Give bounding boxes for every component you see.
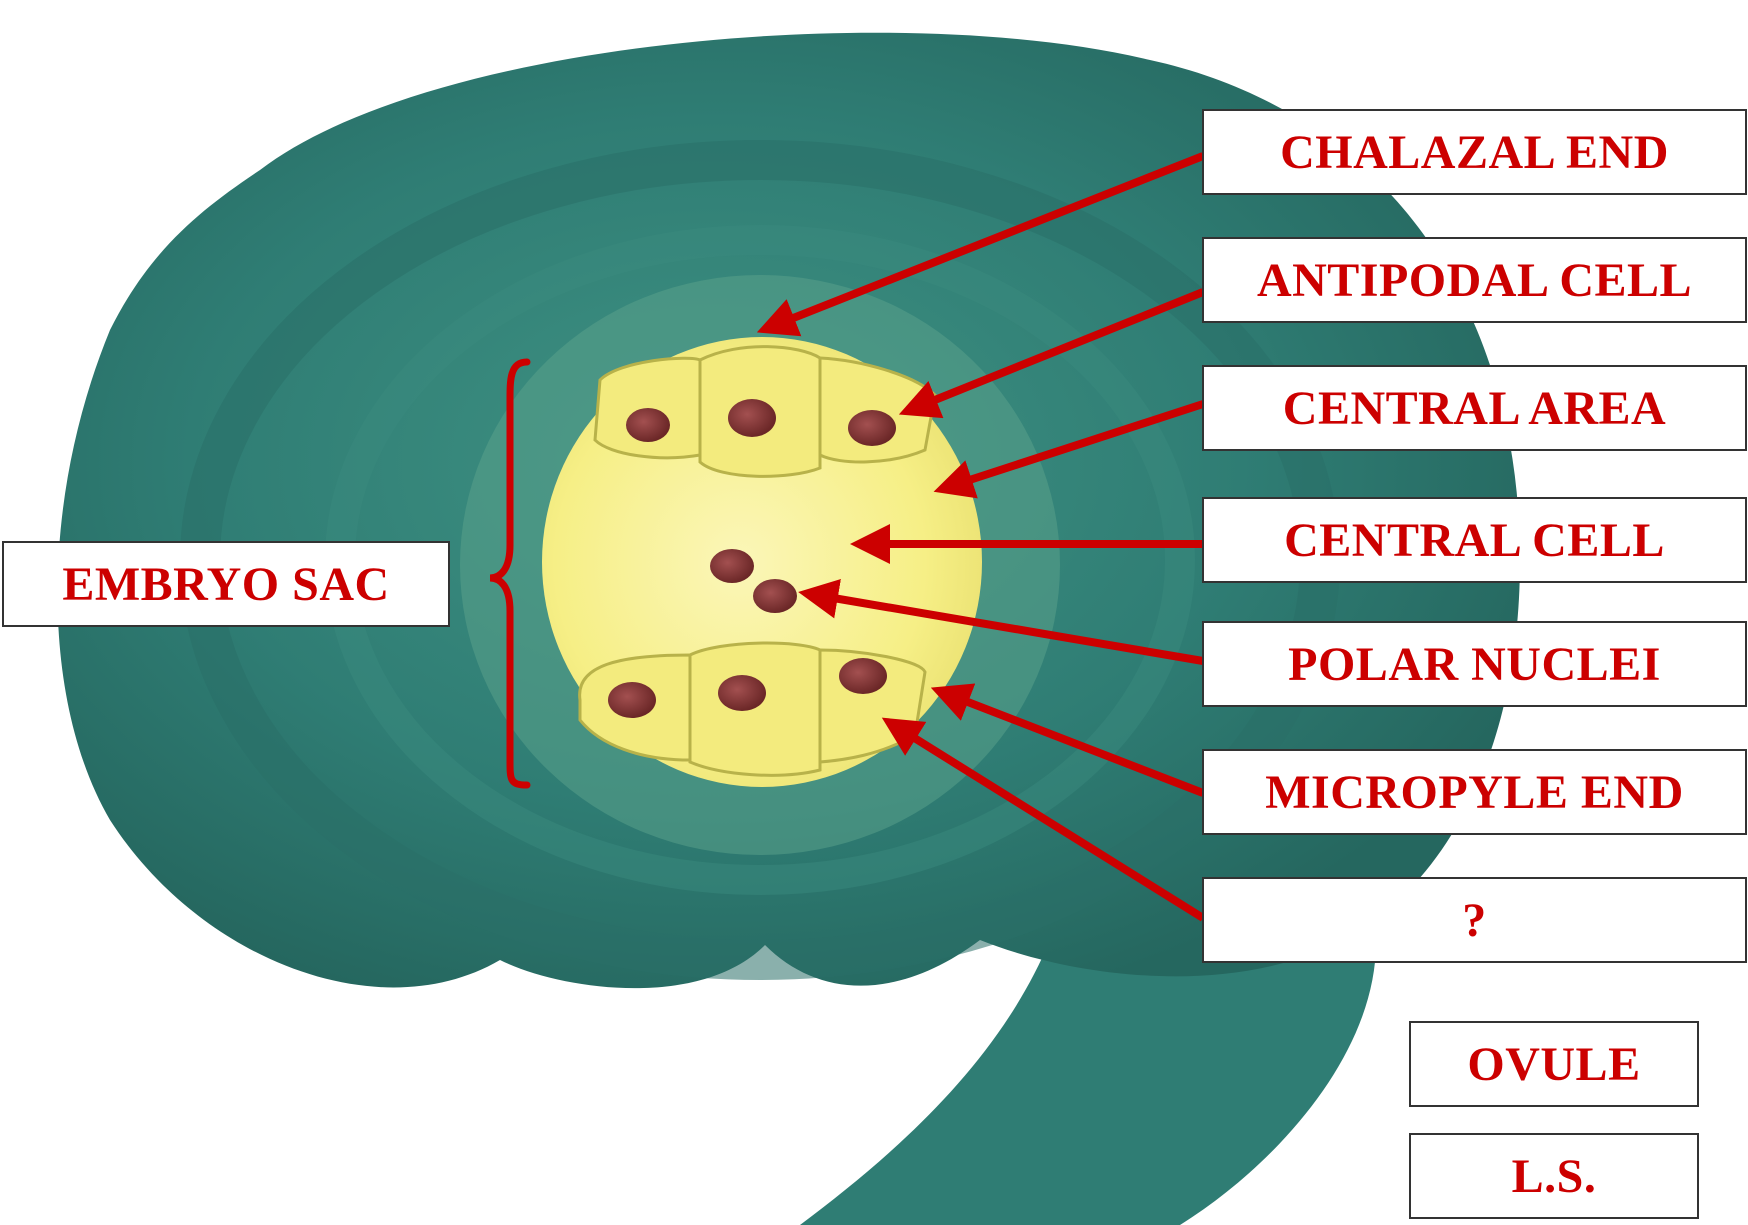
egg-nucleus [718, 675, 766, 711]
label-ovule: OVULE [1409, 1021, 1699, 1107]
antipodal-nucleus-middle [728, 399, 776, 437]
egg-cell [690, 643, 820, 775]
polar-nucleus-upper [710, 549, 754, 583]
label-central-cell: CENTRAL CELL [1202, 497, 1747, 583]
synergid-right-nucleus [839, 658, 887, 694]
label-micropyle-end: MICROPYLE END [1202, 749, 1747, 835]
label-central-area: CENTRAL AREA [1202, 365, 1747, 451]
polar-nucleus-lower [753, 579, 797, 613]
label-antipodal-cell: ANTIPODAL CELL [1202, 237, 1747, 323]
label-embryo-sac: EMBRYO SAC [2, 541, 450, 627]
antipodal-nucleus-left [626, 408, 670, 442]
label-unknown: ? [1202, 877, 1747, 963]
label-ls: L.S. [1409, 1133, 1699, 1219]
synergid-left-nucleus [608, 682, 656, 718]
label-chalazal-end: CHALAZAL END [1202, 109, 1747, 195]
antipodal-nucleus-right [848, 410, 896, 446]
label-polar-nuclei: POLAR NUCLEI [1202, 621, 1747, 707]
antipodal-cell-left [595, 358, 700, 458]
